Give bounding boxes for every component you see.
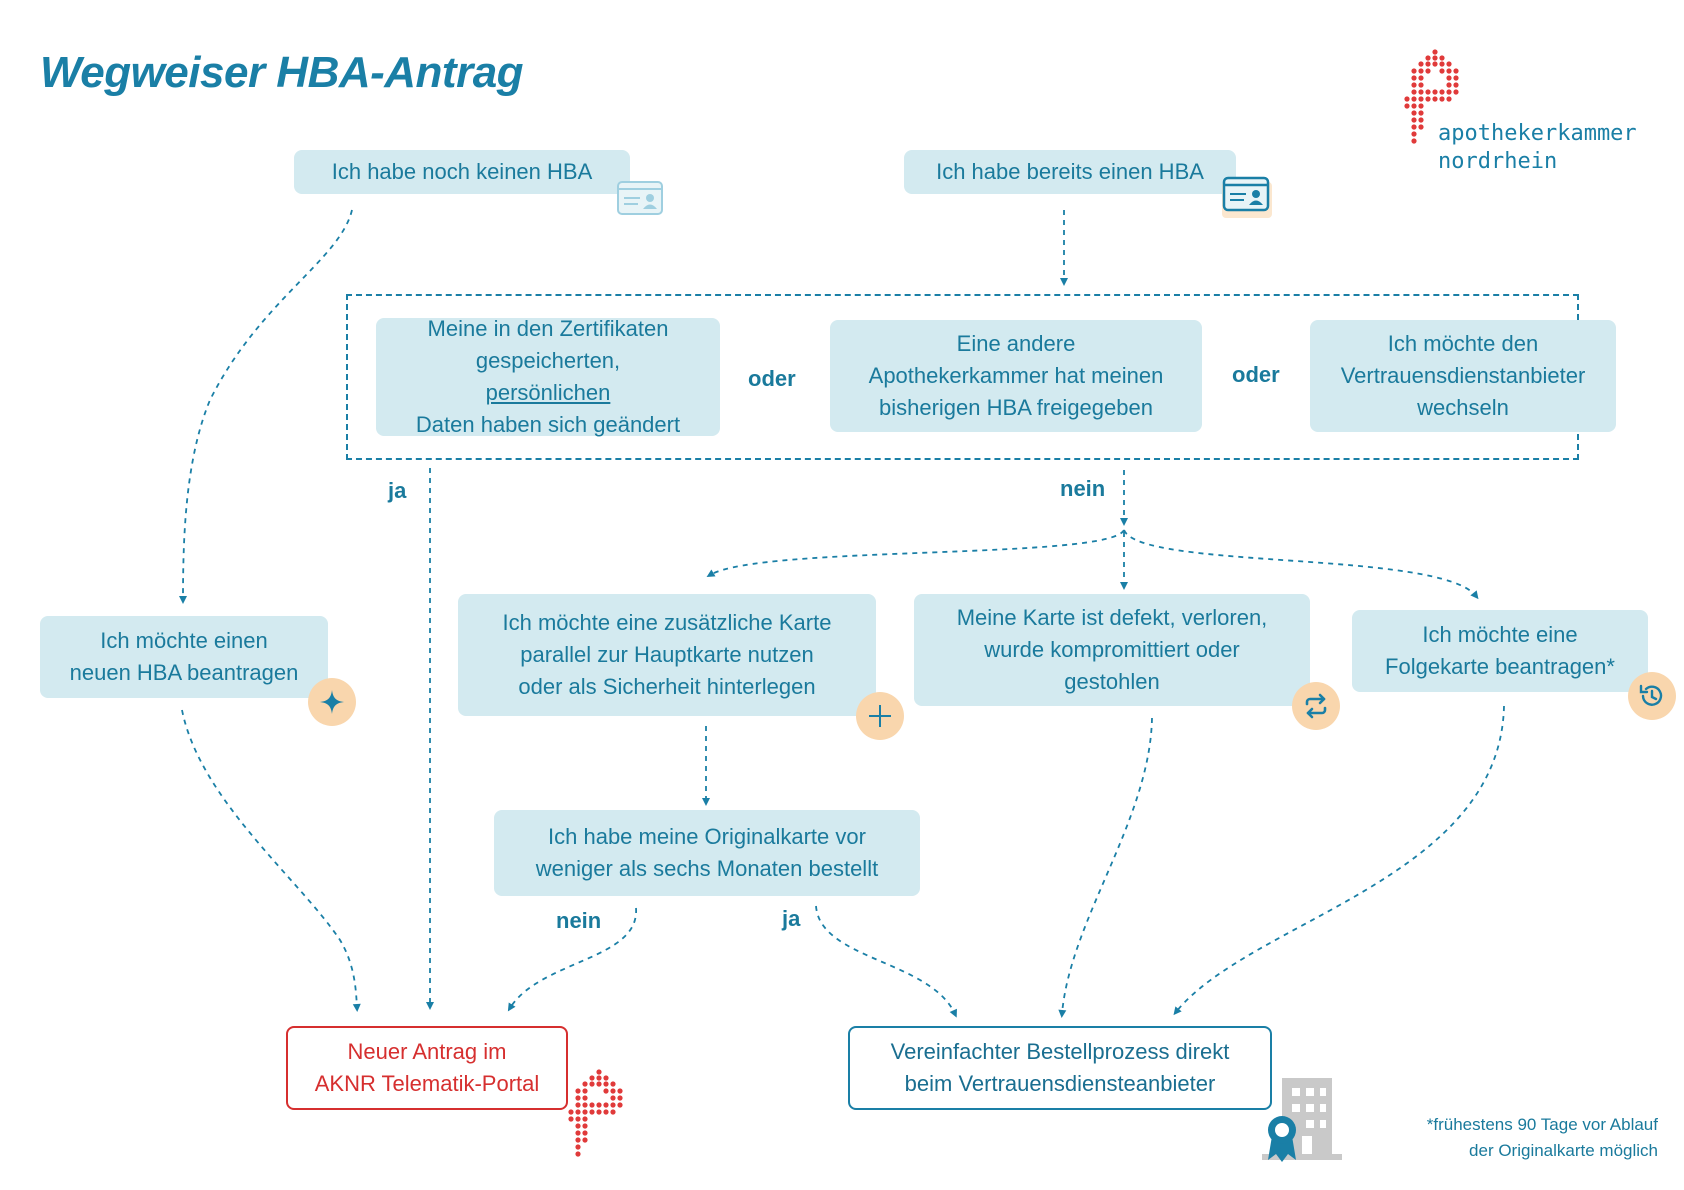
footnote-line2: der Originalkarte möglich [1469, 1141, 1658, 1160]
or-label-2: oder [1232, 362, 1280, 387]
reason-3-line3: wechseln [1417, 395, 1509, 420]
start-has-hba-label: Ich habe bereits einen HBA [936, 159, 1204, 184]
defect-line3: gestohlen [1064, 669, 1160, 694]
outcome-portal[interactable]: Neuer Antrag im AKNR Telematik-Portal [286, 1026, 568, 1110]
reason-1-line2: gespeicherten, [475, 348, 621, 373]
option-defect-card[interactable]: Meine Karte ist defekt, verloren, wurde … [914, 594, 1310, 706]
reason-2-line2: Apothekerkammer hat meinen [868, 363, 1164, 388]
footnote-line1: *frühestens 90 Tage vor Ablauf [1426, 1115, 1658, 1134]
start-no-hba[interactable]: Ich habe noch keinen HBA [294, 150, 630, 194]
original-line1: Ich habe meine Originalkarte vor [548, 824, 866, 849]
label-nein-2: nein [556, 908, 602, 933]
award-icon [1268, 1116, 1296, 1162]
plus-icon [869, 705, 891, 727]
option-original-card[interactable]: Ich habe meine Originalkarte vor weniger… [494, 810, 920, 896]
label-ja-1: ja [388, 478, 407, 503]
label-ja-2: ja [782, 906, 801, 931]
option-follow-card[interactable]: Ich möchte eine Folgekarte beantragen* [1352, 610, 1648, 692]
vda-line1: Vereinfachter Bestellprozess direkt [890, 1039, 1230, 1064]
option-new-hba[interactable]: Ich möchte einen neuen HBA beantragen [40, 616, 328, 698]
logo: apothekerkammer nordrhein [1400, 48, 1660, 178]
start-no-hba-label: Ich habe noch keinen HBA [331, 159, 593, 184]
repeat-badge [1292, 682, 1340, 730]
vda-line2: beim Vertrauensdiensteanbieter [904, 1071, 1216, 1096]
extra-card-line2: parallel zur Hauptkarte nutzen [520, 642, 814, 667]
id-card-icon [617, 181, 663, 215]
new-hba-line1: Ich möchte einen [100, 628, 268, 653]
reason-personal-data[interactable]: Meine in den Zertifikaten gespeicherten,… [376, 316, 720, 437]
personal-data-link[interactable]: persönlichen [485, 380, 611, 405]
page-title: Wegweiser HBA-Antrag [40, 48, 524, 97]
reason-1-line1: Meine in den Zertifikaten [427, 316, 669, 341]
reason-1-line3: Daten haben sich geändert [415, 412, 681, 437]
reason-3-line1: Ich möchte den [1387, 331, 1539, 356]
portal-line1: Neuer Antrag im [347, 1039, 507, 1064]
follow-line2: Folgekarte beantragen* [1385, 654, 1615, 679]
plus-badge [856, 692, 904, 740]
logo-line1: apothekerkammer [1438, 121, 1637, 146]
sparkle-icon [320, 690, 344, 714]
portal-line2: AKNR Telematik-Portal [314, 1071, 540, 1096]
logo-line2: nordrhein [1438, 149, 1558, 174]
reason-change-provider[interactable]: Ich möchte den Vertrauensdienstanbieter … [1310, 320, 1616, 432]
history-badge [1628, 672, 1676, 720]
follow-line1: Ich möchte eine [1422, 622, 1578, 647]
defect-line1: Meine Karte ist defekt, verloren, [956, 605, 1268, 630]
defect-line2: wurde kompromittiert oder [984, 637, 1240, 662]
outcome-vda[interactable]: Vereinfachter Bestellprozess direkt beim… [848, 1026, 1272, 1110]
history-icon [1639, 684, 1663, 706]
logo-dots-icon [1404, 49, 1459, 144]
id-card-icon [1222, 176, 1272, 218]
option-extra-card[interactable]: Ich möchte eine zusätzliche Karte parall… [458, 594, 876, 716]
extra-card-line1: Ich möchte eine zusätzliche Karte [502, 610, 832, 635]
new-hba-line2: neuen HBA beantragen [69, 660, 299, 685]
reason-3-line2: Vertrauensdienstanbieter [1340, 363, 1586, 388]
extra-card-line3: oder als Sicherheit hinterlegen [518, 674, 816, 699]
start-has-hba[interactable]: Ich habe bereits einen HBA [904, 150, 1236, 194]
reason-2-line3: bisherigen HBA freigegeben [879, 395, 1153, 420]
original-line2: weniger als sechs Monaten bestellt [535, 856, 879, 881]
footnote: *frühestens 90 Tage vor Ablauf der Origi… [1427, 1112, 1658, 1164]
reason-other-chamber[interactable]: Eine andere Apothekerkammer hat meinen b… [830, 320, 1202, 432]
logo-dots-icon [568, 1069, 623, 1157]
repeat-icon [1305, 693, 1327, 719]
reason-2-line1: Eine andere [956, 331, 1076, 356]
or-label-1: oder [748, 366, 796, 391]
sparkle-badge [308, 678, 356, 726]
label-nein-1: nein [1060, 476, 1106, 501]
